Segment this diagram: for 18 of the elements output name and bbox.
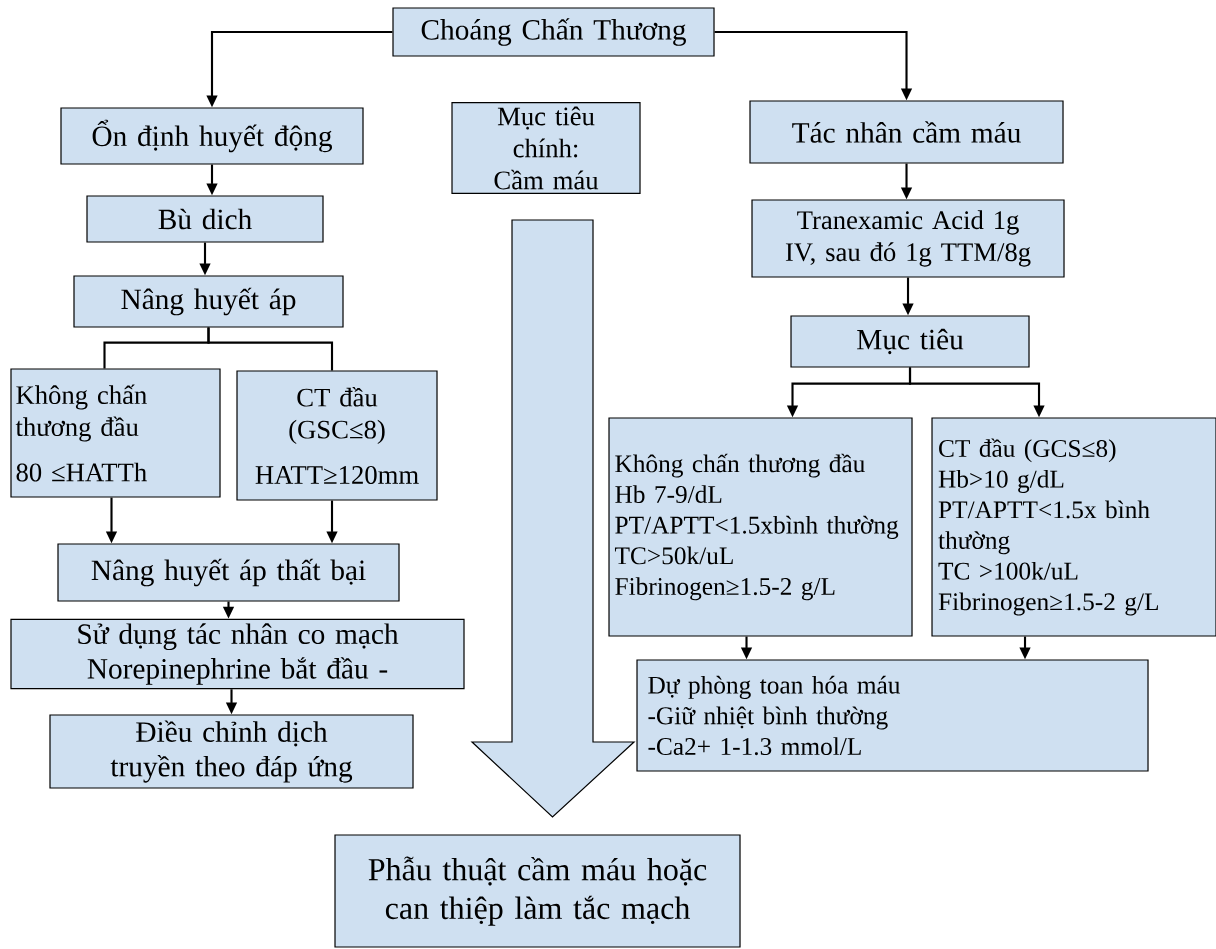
process-box: Nâng huyết áp thất bại (57, 543, 400, 602)
process-box: Phẫu thuật cầm máu hoặc can thiệp làm tắc mạch (334, 834, 741, 948)
process-box: CT đầu (GCS≤8) Hb>10 g/dL PT/APTT<1.5x bình thường TC >100k/uL Fibrinogen≥1.5-2 g/L (931, 417, 1216, 637)
process-box: Choáng Chấn Thương (392, 7, 715, 57)
process-box: Dự phòng toan hóa máu -Giữ nhiệt bình thường -Ca2+ 1-1.3 mmol/L (636, 659, 1149, 772)
process-box: Sử dụng tác nhân co mạch Norepinephrine bắt đầu - (10, 618, 465, 690)
process-box: Nâng huyết áp (73, 275, 344, 328)
process-box: CT đầu (GSC≤8) HATT≥120mm (236, 370, 438, 501)
process-box: Không chấn thương đầu 80 ≤HATTh (10, 368, 221, 498)
process-box: Mục tiêu chính: Cầm máu (451, 102, 641, 194)
process-box: Ổn định huyết động (60, 107, 364, 165)
process-box: Bù dich (86, 195, 324, 243)
process-box: Mục tiêu (790, 315, 1030, 368)
process-box: Tranexamic Acid 1g IV, sau đó 1g TTM/8g (751, 199, 1065, 278)
process-box: Điều chỉnh dịch truyền theo đáp ứng (49, 714, 414, 789)
process-box: Tác nhân cầm máu (749, 100, 1064, 164)
connector-line (207, 327, 334, 371)
process-box: Không chấn thương đầu Hb 7-9/dL PT/APTT<1.5xbình thường TC>50k/uL Fibrinogen≥1.5-2 g/L (608, 417, 913, 637)
